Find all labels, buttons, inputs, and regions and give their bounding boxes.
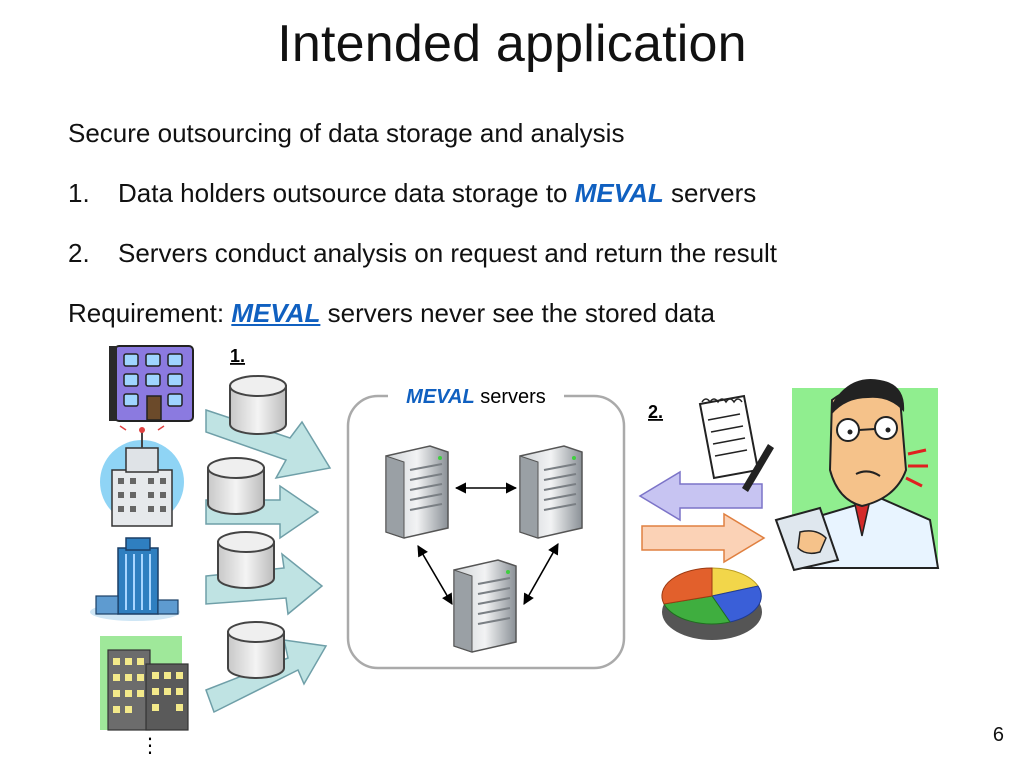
document-icon (698, 394, 774, 492)
meval-servers-label: MEVAL servers (406, 386, 546, 408)
database-icon (217, 531, 275, 589)
step-2: 2. Servers conduct analysis on request an… (68, 237, 777, 269)
pie-chart-icon (661, 567, 762, 640)
requirement-text: servers never see the stored data (320, 298, 715, 328)
database-icon (227, 621, 285, 679)
step-1-meval: MEVAL (574, 178, 664, 208)
step-1-post: servers (663, 178, 757, 208)
step-1-number: 1. (68, 178, 90, 208)
database-icon (207, 457, 265, 515)
request-arrow (638, 470, 763, 522)
step-2-number: 2. (68, 238, 90, 268)
skyscraper-icon (90, 537, 180, 621)
step-1-tag: 1. (230, 346, 245, 366)
requirement-meval-link[interactable]: MEVAL (231, 298, 321, 328)
result-arrow (641, 512, 766, 564)
upload-arrow-2 (205, 484, 320, 540)
requirement: Requirement: MEVAL servers never see the… (68, 297, 715, 329)
apartment-building-icon (100, 636, 189, 731)
step-2-text: Servers conduct analysis on request and … (118, 238, 778, 268)
headquarters-building-icon (100, 425, 184, 527)
step-2-tag: 2. (648, 402, 663, 422)
upload-arrows (205, 408, 332, 714)
page-number: 6 (992, 724, 1004, 746)
server-icon (453, 559, 517, 653)
server-icon (519, 445, 583, 539)
analyst-person-icon (774, 379, 940, 572)
requirement-label: Requirement: (68, 298, 232, 328)
step-1: 1. Data holders outsource data storage to… (68, 177, 756, 209)
architecture-diagram: ⋮ 1. MEVAL servers (90, 345, 940, 757)
subtitle: Secure outsourcing of data storage and a… (68, 118, 625, 148)
database-icon (229, 375, 287, 435)
page-title: Intended application (277, 15, 747, 73)
step-1-text: Data holders outsource data storage to (118, 178, 575, 208)
more-holders-ellipsis: ⋮ (140, 735, 160, 757)
server-links (417, 482, 559, 605)
server-icon (385, 445, 449, 539)
office-building-icon (109, 345, 194, 422)
